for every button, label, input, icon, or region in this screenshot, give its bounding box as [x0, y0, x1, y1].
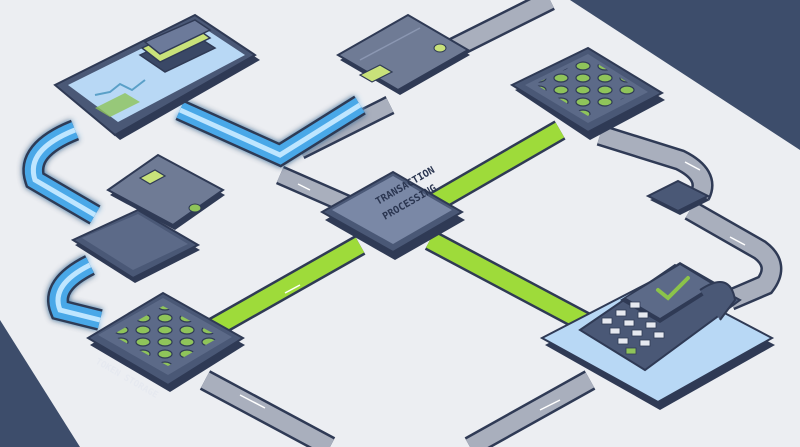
token-server: [509, 46, 665, 140]
track-green-server-processing: [424, 120, 566, 215]
track-bottom-token: [199, 370, 336, 447]
wallet-icon: [138, 19, 217, 73]
credit-card-top: [336, 13, 470, 95]
track-blue-phone: [22, 95, 366, 331]
check-icon: [656, 276, 690, 301]
track-server-terminal: [596, 124, 783, 311]
track-green-processing-token: [204, 235, 366, 340]
track-green-processing-terminal: [424, 230, 596, 335]
keypad-icon: [601, 301, 665, 355]
smartphone: [53, 13, 260, 140]
transaction-processing-node: TRANSACTION PROCESSING: [319, 165, 465, 260]
chart-line-icon: [94, 79, 146, 96]
platform-lower-shadow: [0, 320, 80, 447]
gateway-block: [70, 208, 201, 283]
track-bottom-terminal: [464, 370, 596, 447]
payment-terminal: [539, 262, 775, 410]
relay-box: [645, 179, 711, 215]
credit-card-left: [106, 153, 225, 230]
token-storage-node: TOKEN STORAGE: [86, 291, 245, 401]
